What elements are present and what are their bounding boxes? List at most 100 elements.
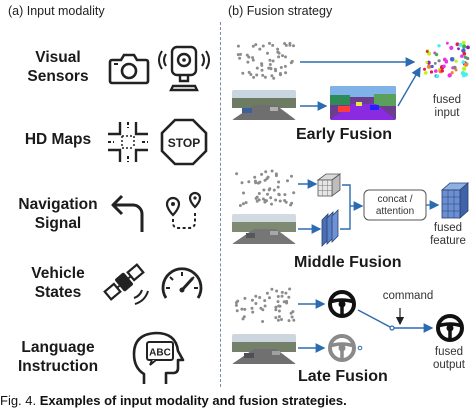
late-point-cloud — [234, 287, 296, 323]
speech-bubble-text: ABC — [149, 348, 171, 359]
point-cloud-dot — [241, 202, 245, 206]
point-cloud-dot — [274, 198, 278, 202]
stop-sign-icon: STOP — [160, 118, 208, 166]
point-cloud-dot — [255, 199, 259, 203]
point-cloud-dot — [277, 193, 281, 197]
point-cloud-dot — [247, 180, 251, 184]
point-cloud-dot — [466, 45, 470, 50]
point-cloud-dot — [281, 54, 284, 58]
point-cloud-dot — [448, 73, 452, 78]
point-cloud-dot — [423, 67, 426, 71]
point-cloud-dot — [287, 319, 291, 323]
point-cloud-dot — [442, 57, 447, 62]
middle-point-cloud — [235, 169, 296, 207]
point-cloud-dot — [272, 76, 276, 80]
point-cloud-dot — [450, 71, 454, 75]
point-cloud-dot — [274, 308, 278, 312]
point-cloud-dot — [239, 52, 242, 56]
point-cloud-dot — [263, 299, 267, 303]
point-cloud-dot — [258, 296, 262, 299]
point-cloud-dot — [284, 291, 288, 295]
middle-fusion-title: Middle Fusion — [294, 254, 402, 271]
point-cloud-dot — [286, 179, 289, 183]
route-pin-icon — [165, 191, 202, 229]
middle-camera-image — [232, 214, 296, 244]
point-cloud-dot — [270, 202, 273, 206]
point-cloud-dot — [268, 63, 272, 66]
point-cloud-dot — [288, 287, 292, 291]
point-cloud-dot — [238, 56, 242, 60]
point-cloud-dot — [290, 59, 294, 63]
point-cloud-dot — [254, 43, 258, 47]
caption-prefix: Fig. 4. — [0, 393, 37, 408]
point-cloud-dot — [425, 61, 429, 64]
point-cloud-dot — [278, 304, 282, 308]
early-segmentation-image — [330, 86, 396, 120]
point-cloud-dot — [433, 62, 437, 65]
modality-label-visual-sensors: Visual Sensors — [27, 49, 89, 85]
command-label: command — [382, 290, 434, 302]
point-cloud-dot — [285, 301, 289, 305]
point-cloud-dot — [284, 200, 288, 204]
early-fusion-arrows — [300, 57, 421, 111]
early-fused-point-cloud — [423, 40, 470, 79]
concat-attention-box: concat / attention — [375, 194, 415, 217]
point-cloud-dot — [242, 191, 245, 195]
middle-output-label: fused feature — [430, 222, 466, 247]
point-cloud-dot — [266, 175, 270, 179]
point-cloud-dot — [234, 301, 238, 305]
point-cloud-dot — [260, 62, 264, 66]
point-cloud-dot — [292, 44, 295, 48]
point-cloud-dot — [463, 62, 469, 67]
point-cloud-dot — [290, 174, 293, 178]
point-cloud-dot — [276, 50, 280, 54]
point-cloud-dot — [277, 315, 281, 319]
point-cloud-dot — [284, 43, 288, 47]
point-cloud-dot — [280, 294, 284, 298]
point-cloud-dot — [263, 178, 267, 182]
point-cloud-dot — [280, 290, 284, 294]
steering-wheel-gray-icon — [328, 334, 356, 362]
point-cloud-dot — [276, 185, 280, 189]
point-cloud-dot — [284, 55, 287, 59]
point-cloud-dot — [461, 60, 466, 64]
point-cloud-dot — [283, 64, 287, 68]
point-cloud-dot — [267, 188, 271, 192]
modality-label-language-instruction: Language Instruction — [17, 339, 99, 375]
point-cloud-dot — [254, 294, 258, 298]
caption-text: Examples of input modality and fusion st… — [39, 393, 347, 408]
point-cloud-dot — [288, 43, 292, 47]
point-cloud-dot — [280, 318, 283, 321]
intersection-map-icon — [108, 122, 148, 162]
point-cloud-dot — [425, 50, 429, 53]
point-cloud-dot — [249, 73, 253, 76]
turn-left-arrow-icon — [111, 194, 144, 232]
point-cloud-dot — [457, 47, 460, 51]
point-cloud-dot — [270, 287, 274, 291]
point-cloud-dot — [251, 58, 255, 62]
point-cloud-dot — [252, 75, 256, 79]
point-cloud-dot — [236, 44, 240, 48]
point-cloud-dot — [235, 309, 239, 313]
early-fusion-title: Early Fusion — [296, 126, 393, 143]
point-cloud-dot — [437, 44, 441, 48]
point-cloud-dot — [261, 73, 265, 77]
modality-label-navigation-signal: Navigation Signal — [18, 196, 98, 232]
early-output-label: fused input — [432, 94, 462, 119]
point-cloud-dot — [442, 64, 446, 69]
point-cloud-dot — [434, 52, 439, 57]
point-cloud-dot — [251, 56, 255, 60]
point-cloud-dot — [440, 69, 444, 73]
middle-fusion-diagram — [298, 173, 470, 247]
point-cloud-dot — [287, 295, 291, 299]
figure-caption: Fig. 4. Examples of input modality and f… — [0, 393, 347, 408]
point-cloud-dot — [424, 71, 428, 75]
point-cloud-dot — [275, 289, 279, 293]
point-cloud-dot — [292, 318, 296, 322]
modality-label-hd-maps: HD Maps — [24, 131, 92, 148]
fused-feature-cube — [440, 182, 470, 219]
point-cloud-dot — [276, 300, 280, 304]
point-cloud-dot — [277, 309, 281, 313]
point-cloud-dot — [263, 304, 267, 308]
point-cloud-dot — [277, 55, 281, 59]
